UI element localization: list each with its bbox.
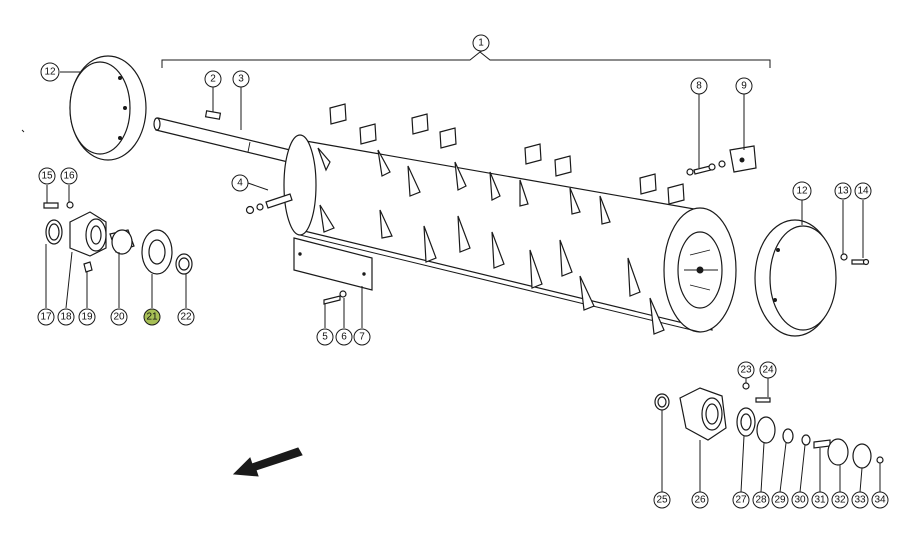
callout-25[interactable]: 25 [653, 491, 671, 509]
callout-20-label: 20 [113, 312, 125, 323]
callout-29-label: 29 [774, 495, 786, 506]
callout-34-label: 34 [874, 495, 886, 506]
callout-21-label: 21 [146, 312, 158, 323]
callout-19[interactable]: 19 [78, 308, 96, 326]
callout-17-label: 17 [40, 312, 52, 323]
callout-16[interactable]: 16 [60, 167, 78, 185]
callout-2[interactable]: 2 [204, 70, 222, 88]
callout-6[interactable]: 6 [335, 328, 353, 346]
key-part[interactable] [204, 110, 222, 120]
rotor-paddles [317, 103, 685, 335]
callout-3-label: 3 [238, 74, 244, 85]
clamp-9[interactable] [729, 145, 757, 173]
callout-13[interactable]: 13 [834, 182, 852, 200]
callout-26[interactable]: 26 [691, 491, 709, 509]
callout-15-label: 15 [41, 171, 53, 182]
callout-14-label: 14 [857, 186, 869, 197]
callout-24-label: 24 [762, 365, 774, 376]
callout-27[interactable]: 27 [732, 491, 750, 509]
callout-31-label: 31 [814, 495, 826, 506]
callout-4[interactable]: 4 [231, 174, 249, 192]
callout-29[interactable]: 29 [771, 491, 789, 509]
callout-17[interactable]: 17 [37, 308, 55, 326]
tick-marks [21, 129, 25, 133]
callout-30[interactable]: 30 [791, 491, 809, 509]
callout-2-label: 2 [210, 74, 216, 85]
callout-26-label: 26 [694, 495, 706, 506]
rotor-drum[interactable] [283, 134, 737, 333]
callout-28-label: 28 [755, 495, 767, 506]
callout-14[interactable]: 14 [854, 182, 872, 200]
left-bearing-stack[interactable] [43, 201, 193, 275]
callout-21[interactable]: 21 [143, 308, 161, 326]
callout-5-label: 5 [322, 332, 328, 343]
callout-7[interactable]: 7 [353, 328, 371, 346]
callout-25-label: 25 [656, 495, 668, 506]
end-plate-left[interactable] [69, 55, 147, 161]
callout-15[interactable]: 15 [38, 167, 56, 185]
leader-lines [45, 51, 881, 493]
screw-washer-5-6[interactable] [323, 290, 347, 305]
callout-3[interactable]: 3 [232, 70, 250, 88]
callout-19-label: 19 [81, 312, 93, 323]
callout-33-label: 33 [854, 495, 866, 506]
callout-1-label: 1 [478, 38, 484, 49]
callout-16-label: 16 [63, 171, 75, 182]
callout-8-label: 8 [696, 81, 702, 92]
callout-12-right-label: 12 [796, 186, 808, 197]
callout-9-label: 9 [741, 81, 747, 92]
callout-18[interactable]: 18 [57, 308, 75, 326]
assembly-bracket [161, 51, 771, 68]
callout-8[interactable]: 8 [690, 77, 708, 95]
callout-18-label: 18 [60, 312, 72, 323]
callout-12-right[interactable]: 12 [792, 181, 812, 201]
right-bearing-stack[interactable] [654, 382, 884, 469]
bolt-8-assembly[interactable] [686, 160, 726, 176]
callout-24[interactable]: 24 [759, 361, 777, 379]
bolt-washer-13-14[interactable] [840, 253, 870, 266]
callout-30-label: 30 [794, 495, 806, 506]
callout-32-label: 32 [834, 495, 846, 506]
callout-13-label: 13 [837, 186, 849, 197]
callout-23-label: 23 [740, 365, 752, 376]
callout-1[interactable]: 1 [472, 34, 490, 52]
callout-28[interactable]: 28 [752, 491, 770, 509]
callout-6-label: 6 [341, 332, 347, 343]
callout-20[interactable]: 20 [110, 308, 128, 326]
callout-23[interactable]: 23 [737, 361, 755, 379]
shaft-part[interactable] [153, 117, 291, 163]
callout-22[interactable]: 22 [177, 308, 195, 326]
callout-22-label: 22 [180, 312, 192, 323]
cover-plate[interactable] [293, 237, 373, 291]
callout-31[interactable]: 31 [811, 491, 829, 509]
callout-12-left-label: 12 [44, 67, 56, 78]
callout-5[interactable]: 5 [316, 328, 334, 346]
callout-33[interactable]: 33 [851, 491, 869, 509]
end-plate-right[interactable] [754, 219, 837, 337]
callout-7-label: 7 [359, 332, 365, 343]
callout-9[interactable]: 9 [735, 77, 753, 95]
callout-4-label: 4 [237, 178, 243, 189]
arrow-down-left-icon [232, 447, 303, 477]
callout-34[interactable]: 34 [871, 491, 889, 509]
callout-32[interactable]: 32 [831, 491, 849, 509]
callout-12-left[interactable]: 12 [40, 62, 60, 82]
bolt-4-assembly[interactable] [245, 193, 293, 215]
callout-27-label: 27 [735, 495, 747, 506]
